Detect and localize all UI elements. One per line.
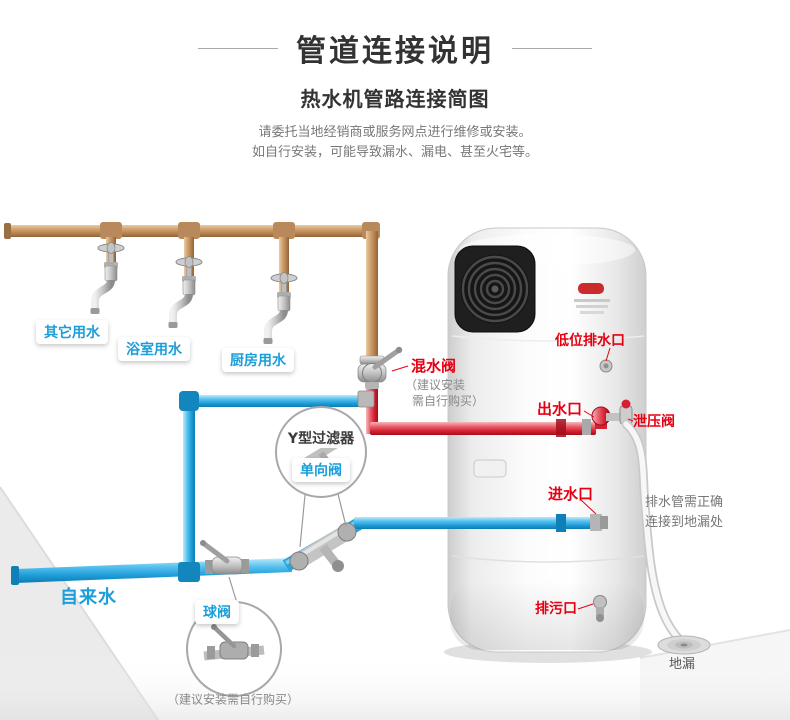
- page-title: 管道连接说明: [296, 34, 494, 69]
- outlet-coupling: [582, 419, 591, 435]
- faucet-kitchen: [264, 273, 298, 345]
- floor-drain: [657, 635, 711, 655]
- label-water-outlet: 出水口: [537, 400, 583, 418]
- blue-cold-water-pipe: [11, 390, 600, 585]
- tank-recess: [473, 459, 507, 478]
- tank-badge: [574, 283, 610, 314]
- label-low-drain: 低位排水口: [555, 333, 625, 349]
- faucet-other-water: [91, 243, 125, 315]
- title-divider-right: [512, 47, 592, 49]
- ball-valve: [200, 540, 249, 575]
- label-other-water: 其它用水: [36, 320, 108, 344]
- warning-line-1: 请委托当地经销商或服务网点进行维修或安装。: [258, 125, 532, 140]
- low-drain-port: [599, 359, 613, 373]
- relief-valve-body: [619, 405, 633, 425]
- faucet-bathroom: [169, 257, 203, 329]
- drain-note-2: 连接到地漏处: [645, 515, 724, 530]
- sewage-port: [593, 595, 607, 609]
- page-subtitle: 热水机管路连接简图: [300, 87, 490, 111]
- label-floor-drain: 地漏: [669, 657, 696, 672]
- hot-outlet-port: [591, 406, 611, 426]
- title-divider-left: [198, 47, 278, 49]
- label-sewage-port: 排污口: [535, 601, 577, 617]
- tank-shadow: [444, 641, 652, 663]
- mixing-valve-note-2: 需自行购买）: [412, 394, 485, 408]
- ball-valve-callout: [186, 576, 282, 697]
- label-water-inlet: 进水口: [548, 485, 594, 503]
- label-bathroom-water: 浴室用水: [118, 337, 190, 361]
- mixing-valve: [357, 346, 403, 389]
- warning-line-2: 如自行安装，可能导致漏水、漏电、甚至火宅等。: [251, 145, 538, 160]
- label-relief-valve: 泄压阀: [633, 414, 675, 430]
- label-ball-valve: 球阀: [195, 600, 239, 624]
- label-tap-water: 自来水: [60, 587, 117, 608]
- ball-valve-note: （建议安装需自行购买）: [166, 692, 300, 707]
- label-check-valve: 单向阀: [292, 458, 350, 482]
- drain-note-1: 排水管需正确: [645, 495, 724, 510]
- mixing-valve-note-1: （建议安装: [405, 378, 466, 392]
- label-y-filter: Y型过滤器: [283, 428, 359, 448]
- label-kitchen-water: 厨房用水: [222, 348, 294, 372]
- drain-hose: [621, 419, 686, 646]
- inlet-port: [590, 514, 602, 531]
- y-filter-assembly: [289, 522, 357, 572]
- label-mixing-valve: 混水阀: [411, 357, 457, 375]
- header: 管道连接说明 热水机管路连接简图 请委托当地经销商或服务网点进行维修或安装。 如…: [0, 0, 790, 163]
- fan-grille-icon: [454, 245, 536, 333]
- title-row: 管道连接说明: [0, 26, 790, 70]
